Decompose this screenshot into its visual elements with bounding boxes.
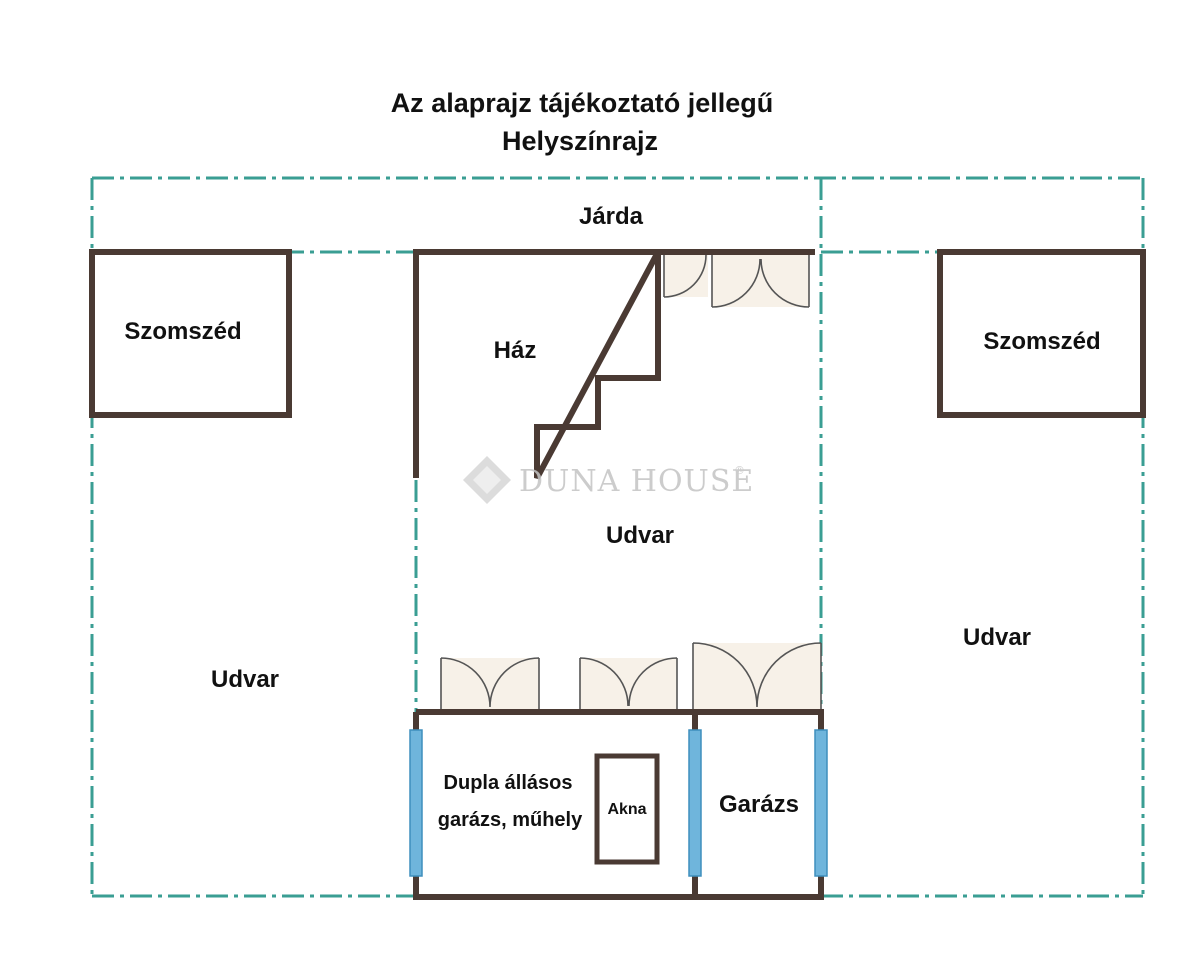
- sidewalk-label: Járda: [579, 203, 644, 230]
- house-label: Ház: [494, 337, 537, 364]
- yard-right-label: Udvar: [963, 624, 1031, 651]
- front-door-single: [663, 254, 708, 298]
- window-workshop-left: [409, 729, 423, 877]
- pit-label: Akna: [607, 801, 646, 818]
- neighbor-left-label: Szomszéd: [124, 318, 241, 345]
- neighbor-right-building: [937, 249, 1146, 418]
- window-garage-divider: [688, 729, 702, 877]
- garage-door-2: [579, 657, 678, 710]
- duna-house-logo-icon: [463, 456, 511, 504]
- workshop-label-line-1: Dupla állásos: [444, 772, 573, 794]
- yard-center-label: Udvar: [606, 522, 674, 549]
- yard-left-label: Udvar: [211, 666, 279, 693]
- watermark-registered-mark: ®: [734, 464, 746, 477]
- front-door-double: [711, 255, 810, 308]
- title-line-2: Helyszínrajz: [502, 126, 658, 156]
- house-outline: [413, 249, 815, 480]
- neighbor-right-label: Szomszéd: [983, 328, 1100, 355]
- window-garage-right: [814, 729, 828, 877]
- garage-door-3: [692, 642, 822, 710]
- garage-label: Garázs: [719, 791, 799, 818]
- garage-door-1: [440, 657, 540, 710]
- watermark-text: DUNA HOUSE: [519, 464, 754, 499]
- title-line-1: Az alaprajz tájékoztató jellegű: [391, 88, 774, 118]
- workshop-label-line-2: garázs, műhely: [438, 809, 583, 831]
- duna-house-watermark: DUNA HOUSE ®: [463, 456, 754, 504]
- inspection-pit: [594, 753, 660, 865]
- neighbor-left-building: [89, 249, 292, 418]
